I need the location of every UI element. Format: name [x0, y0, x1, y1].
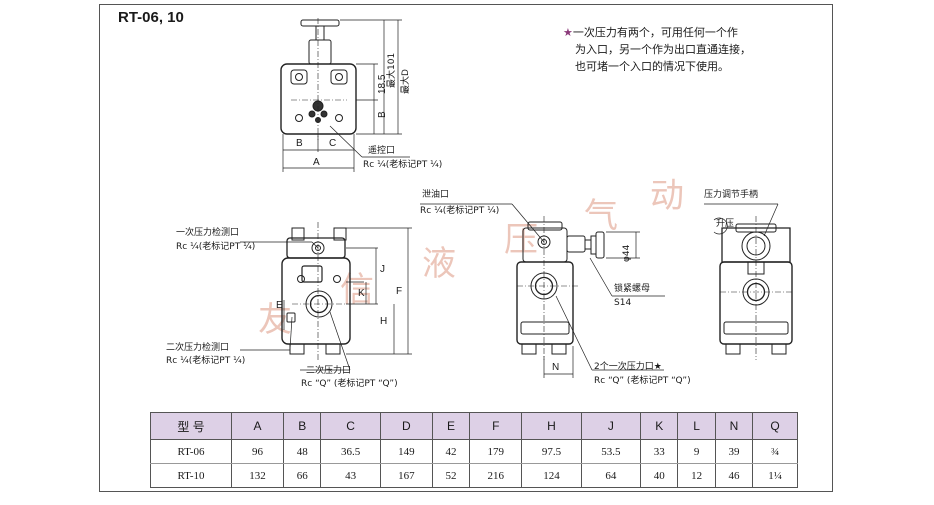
watermark-char-5: 气 [584, 196, 618, 236]
side-view-valve [516, 216, 605, 360]
drain-port-label: 泄油口 [422, 190, 450, 200]
primary-gauge-label: 一次压力检测口 [176, 228, 240, 238]
drawing-frame [99, 4, 833, 492]
dim-e: E [276, 300, 283, 311]
dim-max-d: 最大D [401, 69, 411, 94]
cell-d: 167 [379, 463, 433, 488]
header-f: F [469, 412, 523, 440]
dim-h: H [380, 316, 388, 327]
model-title: RT-06, 10 [118, 9, 184, 26]
primary-gauge-spec: Rc ¼(老标记PT ¼) [176, 242, 256, 252]
dim-k: K [358, 288, 365, 299]
header-h: H [521, 412, 582, 440]
watermark-char-2: 信 [340, 270, 374, 310]
note-line-2: 为入口，另一个作为出口直通连接， [575, 43, 751, 56]
dim-max-101: 最大101 [387, 52, 397, 88]
remote-port-label: 遥控口 [368, 146, 396, 156]
dim-c: C [329, 138, 337, 149]
header-n: N [714, 412, 754, 440]
cell-b: 48 [283, 439, 322, 464]
dim-j: J [380, 264, 385, 275]
secondary-gauge-label: 二次压力检测口 [166, 343, 230, 353]
star-icon: ★ [563, 26, 573, 39]
dim-b: B [296, 138, 303, 149]
cell-h: 97.5 [521, 439, 582, 464]
note-line-3: 也可堵一个入口的情况下使用。 [575, 60, 729, 73]
header-b: B [283, 412, 322, 440]
watermark-char-1: 友 [258, 300, 292, 340]
cell-d: 149 [379, 439, 433, 464]
cell-q: 1¼ [752, 463, 798, 488]
rise-label: 升压 [716, 219, 735, 229]
watermark-char-4: 压 [504, 220, 538, 260]
dim-phi44: φ44 [622, 244, 632, 262]
lock-nut-spec: S14 [614, 298, 632, 308]
table-row: RT-10 132 66 43 167 52 216 124 64 40 12 … [150, 463, 798, 488]
dim-a: A [313, 157, 320, 168]
header-c: C [320, 412, 381, 440]
cell-l: 9 [677, 439, 716, 464]
cell-n: 46 [714, 463, 754, 488]
remote-port-spec: Rc ¼(老标记PT ¼) [363, 160, 443, 170]
cell-e: 42 [431, 439, 471, 464]
dim-n: N [552, 362, 560, 373]
cell-f: 216 [469, 463, 523, 488]
usage-note: ★一次压力有两个，可用任何一个作 为入口，另一个作为出口直通连接， 也可堵一个入… [563, 24, 813, 75]
cell-l: 12 [677, 463, 716, 488]
primary-ports-label: 2个一次压力口★ [594, 362, 662, 372]
cell-b: 66 [283, 463, 322, 488]
header-e: E [431, 412, 471, 440]
cell-q: ¾ [752, 439, 798, 464]
secondary-gauge-spec: Rc ¼(老标记PT ¼) [166, 356, 246, 366]
table-row: RT-06 96 48 36.5 149 42 179 97.5 53.5 33… [150, 439, 798, 464]
header-d: D [379, 412, 433, 440]
cell-e: 52 [431, 463, 471, 488]
watermark-char-3: 液 [422, 244, 456, 284]
header-k: K [640, 412, 679, 440]
header-a: A [230, 412, 285, 440]
primary-ports-spec: Rc “Q” (老标记PT “Q”) [594, 376, 691, 386]
cell-n: 39 [714, 439, 754, 464]
cell-model: RT-10 [150, 463, 232, 488]
cell-a: 96 [230, 439, 285, 464]
drain-port-spec: Rc ¼(老标记PT ¼) [420, 206, 500, 216]
dim-b-side: B [377, 111, 388, 118]
cell-f: 179 [469, 439, 523, 464]
note-line-1: 一次压力有两个，可用任何一个作 [572, 26, 738, 39]
cell-c: 43 [320, 463, 381, 488]
top-view-valve [280, 18, 357, 140]
header-model: 型 号 [150, 412, 232, 440]
cell-h: 124 [521, 463, 582, 488]
cell-a: 132 [230, 463, 285, 488]
cell-model: RT-06 [150, 439, 232, 464]
watermark-char-6: 动 [650, 176, 684, 216]
cell-k: 33 [640, 439, 679, 464]
handle-label: 压力调节手柄 [704, 190, 759, 200]
cell-j: 53.5 [580, 439, 642, 464]
dimension-table: 型 号 A B C D E F H J K L N Q RT-06 96 48 … [150, 412, 798, 488]
front-view-valve [281, 222, 351, 360]
secondary-port-spec: Rc “Q” (老标记PT “Q”) [301, 379, 398, 389]
cell-j: 64 [580, 463, 642, 488]
header-q: Q [752, 412, 798, 440]
secondary-port-label: 二次压力口 [306, 366, 352, 376]
lock-nut-label: 锁紧螺母 [614, 284, 651, 294]
header-j: J [580, 412, 642, 440]
table-header-row: 型 号 A B C D E F H J K L N Q [150, 412, 798, 440]
rear-view-valve [719, 216, 793, 360]
dim-f: F [396, 286, 403, 297]
cell-c: 36.5 [320, 439, 381, 464]
cell-k: 40 [640, 463, 679, 488]
header-l: L [677, 412, 716, 440]
